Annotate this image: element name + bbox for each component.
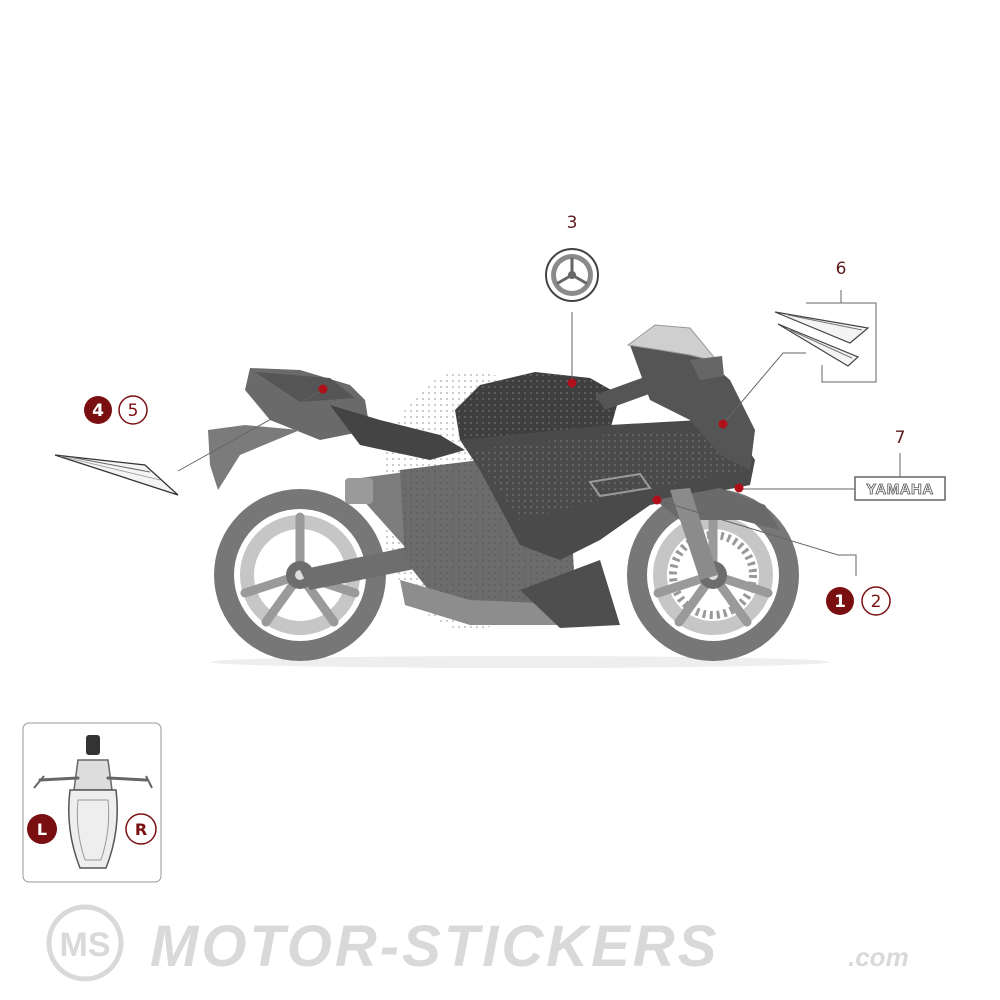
yamaha-decal-text: YAMAHA: [866, 481, 933, 498]
callout-1: 1: [834, 592, 846, 612]
watermark: MS MOTOR-STICKERS .com: [46, 904, 909, 982]
motorcycle-illustration: [208, 324, 830, 668]
callout-2: 2: [871, 592, 882, 612]
callout-badge-4: 4: [84, 396, 112, 424]
callout-badge-5: 5: [118, 395, 148, 425]
callout-6: 6: [836, 259, 847, 279]
marker-1-2: [652, 495, 662, 505]
left-side-badge: L: [27, 814, 57, 844]
marker-6: [718, 419, 728, 429]
watermark-text: MOTOR-STICKERS: [150, 914, 719, 979]
marker-4-5: [318, 384, 328, 394]
marker-7: [734, 483, 744, 493]
callout-4: 4: [92, 401, 104, 421]
bracket-6: [806, 302, 877, 383]
callout-3: 3: [567, 213, 578, 233]
fairing-stripe-decal[interactable]: [774, 311, 870, 367]
marker-3: [567, 378, 577, 388]
ms-logo-icon: MS: [46, 904, 124, 982]
yamaha-logo-decal[interactable]: YAMAHA: [854, 476, 946, 501]
left-label: L: [37, 820, 47, 839]
callout-7: 7: [895, 428, 906, 448]
leader-line-4-5: [177, 389, 324, 472]
yamaha-tuning-fork-emblem[interactable]: [545, 248, 599, 302]
orientation-inset: L R: [22, 722, 162, 883]
callout-badge-2: 2: [861, 586, 891, 616]
right-label: R: [135, 820, 147, 839]
watermark-domain: .com: [848, 942, 909, 972]
leader-line-6: [722, 352, 806, 425]
right-side-badge: R: [125, 813, 157, 845]
callout-5: 5: [128, 401, 139, 421]
decal-location-markers: [318, 378, 744, 505]
top-view-bike-icon: [33, 735, 153, 869]
tail-stripe-decal[interactable]: [54, 454, 179, 496]
callout-badge-1: 1: [826, 587, 854, 615]
leader-line-1-2: [656, 499, 857, 576]
ms-logo-letters: MS: [60, 926, 111, 964]
